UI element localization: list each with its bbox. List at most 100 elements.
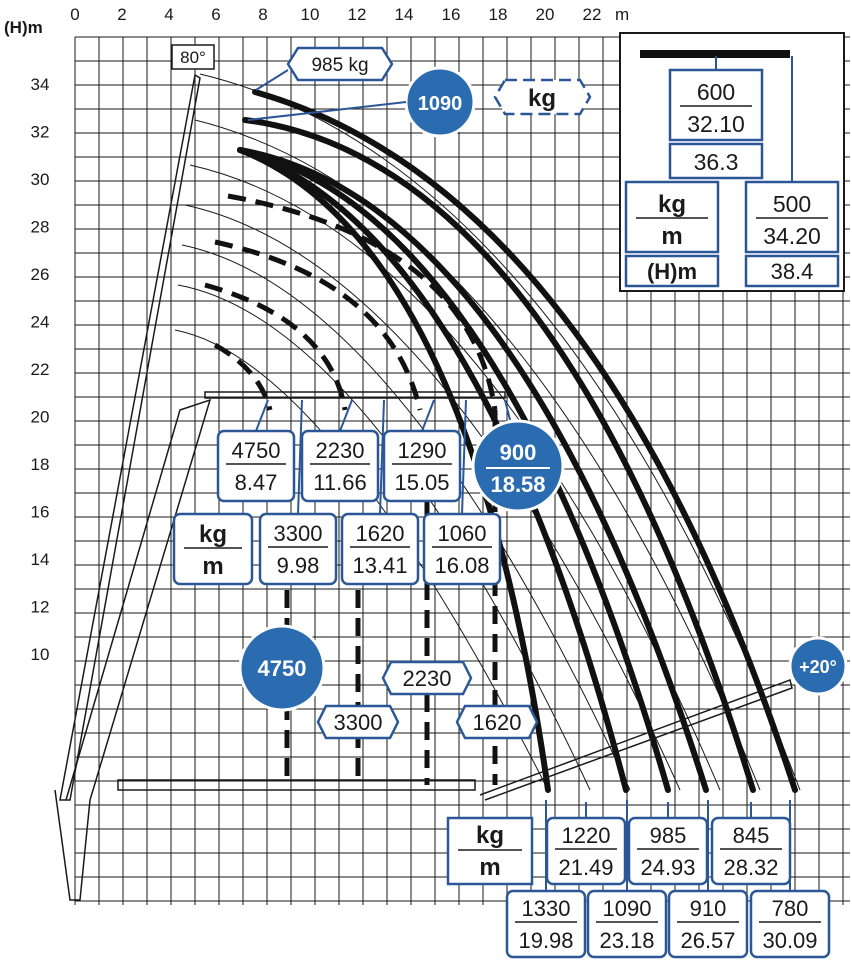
base-tag-value: 3300 bbox=[334, 710, 383, 735]
unit-legend-box bbox=[172, 512, 254, 586]
inset-b-kg: 500 bbox=[773, 191, 811, 217]
load-radius: 21.49 bbox=[558, 855, 613, 880]
x-tick-label: 14 bbox=[395, 5, 414, 24]
mid-badge-kg: 900 bbox=[500, 440, 537, 465]
load-kg: 4750 bbox=[232, 438, 281, 463]
crane-boom bbox=[54, 73, 793, 901]
base-tag-value: 1620 bbox=[473, 710, 522, 735]
inset-a-height: 36.3 bbox=[694, 149, 739, 175]
bottom-low-pair: 1090 23.18 bbox=[586, 889, 668, 959]
load-kg: 1220 bbox=[562, 823, 611, 848]
y-tick-label: 12 bbox=[31, 598, 50, 617]
low-load-pairs: 3300 9.98 1620 13.41 1060 16.08 bbox=[258, 399, 502, 586]
inset-b-height: 38.4 bbox=[771, 259, 814, 284]
jib-angle-label: +20° bbox=[799, 657, 837, 677]
unit-kg-tag-label: kg bbox=[528, 85, 556, 112]
unit-legend-m: m bbox=[202, 553, 223, 580]
inset-a-kg: 600 bbox=[697, 79, 735, 105]
base-tag: 1620 bbox=[455, 704, 539, 740]
load-radius: 16.08 bbox=[434, 553, 489, 578]
inset-a-box bbox=[668, 68, 764, 142]
x-tick-label: 8 bbox=[258, 5, 267, 24]
low-pair: 3300 9.98 bbox=[258, 512, 338, 586]
y-axis-unit: (H)m bbox=[4, 18, 43, 37]
base-tag: 3300 bbox=[316, 704, 400, 740]
base-badge-value: 4750 bbox=[258, 656, 307, 681]
mid-badge-m: 18.58 bbox=[490, 472, 545, 497]
y-tick-label: 34 bbox=[31, 75, 50, 94]
boom-angle-box bbox=[171, 44, 215, 70]
load-radius: 28.32 bbox=[723, 855, 778, 880]
bottom-top-pair: 985 24.93 bbox=[627, 816, 709, 886]
y-tick-label: 22 bbox=[31, 360, 50, 379]
base-badge bbox=[238, 624, 326, 712]
load-kg: 845 bbox=[733, 823, 770, 848]
y-tick-label: 30 bbox=[31, 170, 50, 189]
inset-a-height-box bbox=[668, 142, 764, 180]
y-tick-label: 28 bbox=[31, 218, 50, 237]
x-tick-label: 18 bbox=[489, 5, 508, 24]
y-tick-label: 26 bbox=[31, 265, 50, 284]
x-tick-label: 6 bbox=[211, 5, 220, 24]
y-tick-label: 24 bbox=[31, 313, 50, 332]
low-pair: 1620 13.41 bbox=[340, 512, 420, 586]
base-tags: 2230 3300 1620 bbox=[316, 660, 539, 740]
x-axis-unit: m bbox=[615, 5, 629, 24]
load-radius: 15.05 bbox=[394, 470, 449, 495]
x-tick-label: 2 bbox=[117, 5, 126, 24]
x-tick-label: 0 bbox=[70, 5, 79, 24]
bottom-unit-m: m bbox=[479, 854, 500, 881]
load-kg: 1090 bbox=[603, 896, 652, 921]
bottom-top-pair: 845 28.32 bbox=[710, 816, 792, 886]
y-tick-label: 18 bbox=[31, 455, 50, 474]
working-range-curves bbox=[237, 89, 798, 793]
mid-badge bbox=[471, 419, 565, 513]
jib-angle-badge bbox=[788, 636, 848, 696]
bottom-top-pair: 1220 21.49 bbox=[545, 816, 627, 886]
load-radius: 30.09 bbox=[762, 928, 817, 953]
unit-legend-kg: kg bbox=[199, 521, 227, 548]
base-tag-value: 2230 bbox=[403, 666, 452, 691]
load-radius: 19.98 bbox=[518, 928, 573, 953]
unit-kg-tag bbox=[493, 78, 592, 116]
x-tick-label: 20 bbox=[536, 5, 555, 24]
y-tick-label: 16 bbox=[31, 503, 50, 522]
load-kg: 1290 bbox=[398, 438, 447, 463]
load-radius: 24.93 bbox=[640, 855, 695, 880]
inset-unit-m: m bbox=[661, 223, 682, 250]
y-tick-label: 20 bbox=[31, 408, 50, 427]
boom-angle-label: 80° bbox=[180, 48, 206, 67]
y-tick-label: 14 bbox=[31, 550, 50, 569]
load-radius: 23.18 bbox=[599, 928, 654, 953]
load-radius: 13.41 bbox=[352, 553, 407, 578]
bottom-unit-box bbox=[446, 816, 534, 886]
x-tick-label: 4 bbox=[164, 5, 173, 24]
load-kg: 2230 bbox=[316, 438, 365, 463]
inset-unit-kg: kg bbox=[658, 191, 686, 218]
bottom-top-pairs: 1220 21.49 985 24.93 845 28.32 bbox=[545, 802, 792, 886]
x-tick-label: 12 bbox=[348, 5, 367, 24]
load-kg: 985 bbox=[650, 823, 687, 848]
load-kg: 1060 bbox=[438, 521, 487, 546]
tip-load-tag bbox=[286, 46, 394, 82]
base-tag: 2230 bbox=[381, 660, 473, 696]
inset-b-box bbox=[744, 180, 840, 254]
inset-b-height-box bbox=[744, 254, 840, 288]
load-kg: 3300 bbox=[274, 521, 323, 546]
y-tick-label: 10 bbox=[31, 645, 50, 664]
load-kg: 1620 bbox=[356, 521, 405, 546]
load-radius: 26.57 bbox=[680, 928, 735, 953]
load-radius: 9.98 bbox=[277, 553, 320, 578]
inset-unit-box bbox=[624, 180, 720, 254]
tip-load-badge-value: 1090 bbox=[418, 93, 463, 115]
inset-h-box bbox=[624, 254, 720, 288]
